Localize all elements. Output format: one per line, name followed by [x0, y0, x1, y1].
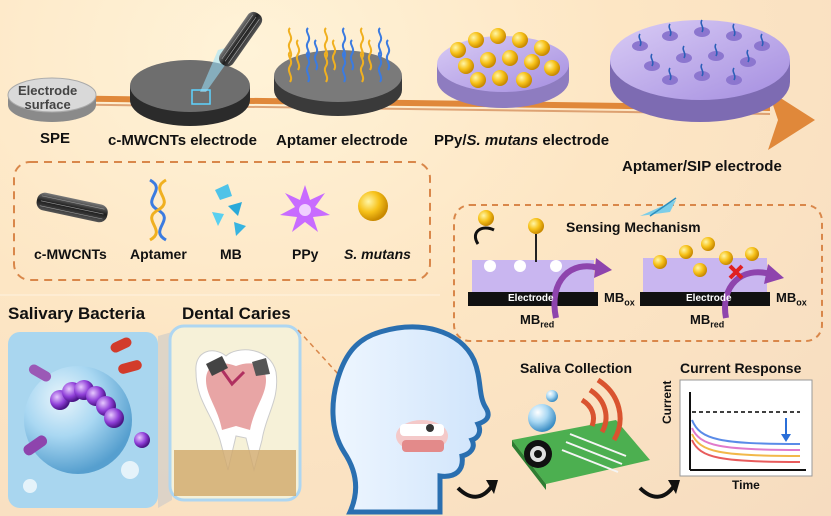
aptamer-strand: [331, 39, 337, 71]
smutans-bead: [516, 72, 532, 88]
aptamer-strand: [305, 51, 311, 83]
mb-red-left-label: MBred: [520, 312, 555, 330]
aptamer-electrode-label: Aptamer electrode: [276, 132, 408, 149]
smutans-bead: [534, 40, 550, 56]
aptamer-disk: [274, 50, 402, 116]
star-burst-icon: [280, 185, 330, 232]
smutans-bead: [490, 28, 506, 44]
ppy-electrode-label: PPy/S. mutans electrode: [434, 132, 610, 149]
aptamer-strand: [323, 51, 329, 83]
probe-icon: [640, 197, 677, 217]
dental-caries-panel: [168, 324, 302, 502]
aptamer-strand: [359, 51, 365, 83]
sip-aptamer: [700, 63, 704, 77]
aptamer-strand: [287, 51, 293, 83]
smutans-bead: [544, 60, 560, 76]
aptamer-strand: [359, 27, 365, 59]
legend-box: [13, 161, 431, 281]
legend-label-mb: MB: [220, 246, 242, 262]
bacterium-icon: [358, 191, 388, 221]
axis-time-label: Time: [732, 478, 760, 492]
current-response-title: Current Response: [680, 360, 802, 376]
electrode-left-label: Electrode: [508, 293, 554, 304]
mb-ox-right-label: MBox: [776, 290, 807, 308]
smutans-bead: [470, 72, 486, 88]
sip-aptamer: [638, 33, 642, 47]
mb-red-right-label: MBred: [690, 312, 725, 330]
smutans-bead: [524, 54, 540, 70]
axis-current-label: Current: [660, 380, 674, 424]
sip-aptamer: [760, 33, 764, 47]
cmwcnts-electrode-label: c-MWCNTs electrode: [108, 132, 257, 149]
sip-aptamer: [682, 45, 686, 59]
smutans-bead: [458, 58, 474, 74]
aptamer-strand: [377, 27, 383, 59]
dental-caries-title: Dental Caries: [182, 304, 291, 323]
aptamer-strand: [385, 39, 391, 71]
aptamer-strand: [367, 39, 373, 71]
smutans-bead: [450, 42, 466, 58]
cmwcnts-disk: [130, 11, 263, 126]
saliva-device: [512, 377, 650, 490]
sensing-box: [453, 204, 823, 342]
sip-aptamer: [700, 19, 704, 33]
salivary-bacteria-panel: [8, 332, 158, 508]
aptamer-strand: [341, 51, 347, 83]
smutans-bead: [468, 32, 484, 48]
legend-label-aptamer: Aptamer: [130, 246, 187, 262]
crystal-icon: [212, 184, 246, 236]
aptamer-strand: [287, 27, 293, 59]
legend-label-smutans: S. mutans: [344, 246, 411, 262]
spe-disk: [7, 77, 97, 122]
current-response-plot: [679, 379, 813, 477]
sensing-title: Sensing Mechanism: [566, 219, 701, 235]
aptamer-sip-electrode-label: Aptamer/SIP electrode: [622, 158, 782, 175]
sensing-right-panel: [640, 237, 784, 319]
aptamer-strand: [313, 39, 319, 71]
flow-arrow-1: [456, 484, 494, 499]
saliva-collection-title: Saliva Collection: [520, 360, 633, 376]
legend-label-cmwcnts: c-MWCNTs: [34, 246, 107, 262]
sip-aptamer: [650, 53, 654, 67]
sip-aptamer: [732, 23, 736, 37]
aptamer-strand: [377, 51, 383, 83]
mb-ox-left-label: MBox: [604, 290, 635, 308]
nanotube-icon: [36, 192, 108, 223]
process-arrow-head: [768, 90, 815, 150]
sensing-left-panel: [468, 210, 612, 319]
sip-aptamer: [746, 49, 750, 63]
spe-label: SPE: [40, 130, 71, 147]
smutans-bead: [502, 50, 518, 66]
dna-helix-icon: [149, 178, 167, 242]
electrode-surface-label: Electrode surface: [18, 83, 78, 112]
smutans-bead: [512, 32, 528, 48]
flow-arrow-2: [638, 484, 676, 499]
aptamer-strand: [305, 27, 311, 59]
legend-label-ppy: PPy: [292, 246, 319, 262]
sip-aptamer: [732, 67, 736, 81]
electrode-right-label: Electrode: [686, 293, 732, 304]
sip-aptamer: [668, 67, 672, 81]
sip-aptamer: [714, 43, 718, 57]
salivary-bacteria-title: Salivary Bacteria: [8, 304, 146, 323]
head-profile-icon: [330, 324, 491, 515]
aptamer-strand: [323, 27, 329, 59]
aptamer-strand: [341, 27, 347, 59]
smutans-bead: [480, 52, 496, 68]
sip-aptamer: [668, 23, 672, 37]
aptamer-strand: [295, 39, 301, 71]
smutans-bead: [492, 70, 508, 86]
aptamer-strand: [349, 39, 355, 71]
